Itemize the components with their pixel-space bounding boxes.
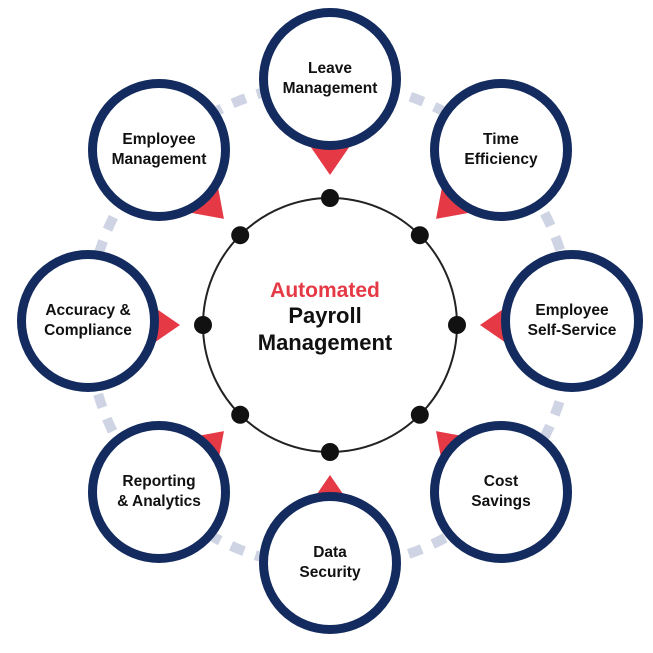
node-reporting-analytics: Reporting & Analytics [88,421,230,563]
node-employee-management: Employee Management [88,79,230,221]
node-label: Leave Management [282,59,378,97]
node-label: Employee Management [111,130,207,168]
center-dot [194,316,212,334]
center-dot [410,405,429,424]
center-dot [321,189,339,207]
node-label: Time Efficiency [464,130,538,168]
center-dot [321,443,339,461]
node-employee-self-service: Employee Self-Service [501,250,643,392]
node-leave-management: Leave Management [259,8,401,150]
center-title: Automated Payroll Management [200,278,450,356]
node-label: Cost Savings [471,472,531,510]
node-accuracy-compliance: Accuracy & Compliance [17,250,159,392]
node-label: Accuracy & Compliance [44,301,132,339]
node-label: Data Security [299,543,361,581]
center-title-line2: Management [257,329,393,355]
center-dot [448,316,466,334]
center-title-line1: Payroll [288,303,362,329]
center-title-accent: Automated [270,279,380,302]
pointer-triangle [308,143,352,175]
node-label: Employee Self-Service [527,301,617,339]
node-data-security: Data Security [259,492,401,634]
node-cost-savings: Cost Savings [430,421,572,563]
center-dot [410,226,429,245]
node-time-efficiency: Time Efficiency [430,79,572,221]
center-dot [231,226,250,245]
node-label: Reporting & Analytics [117,472,201,510]
center-dot [231,405,250,424]
